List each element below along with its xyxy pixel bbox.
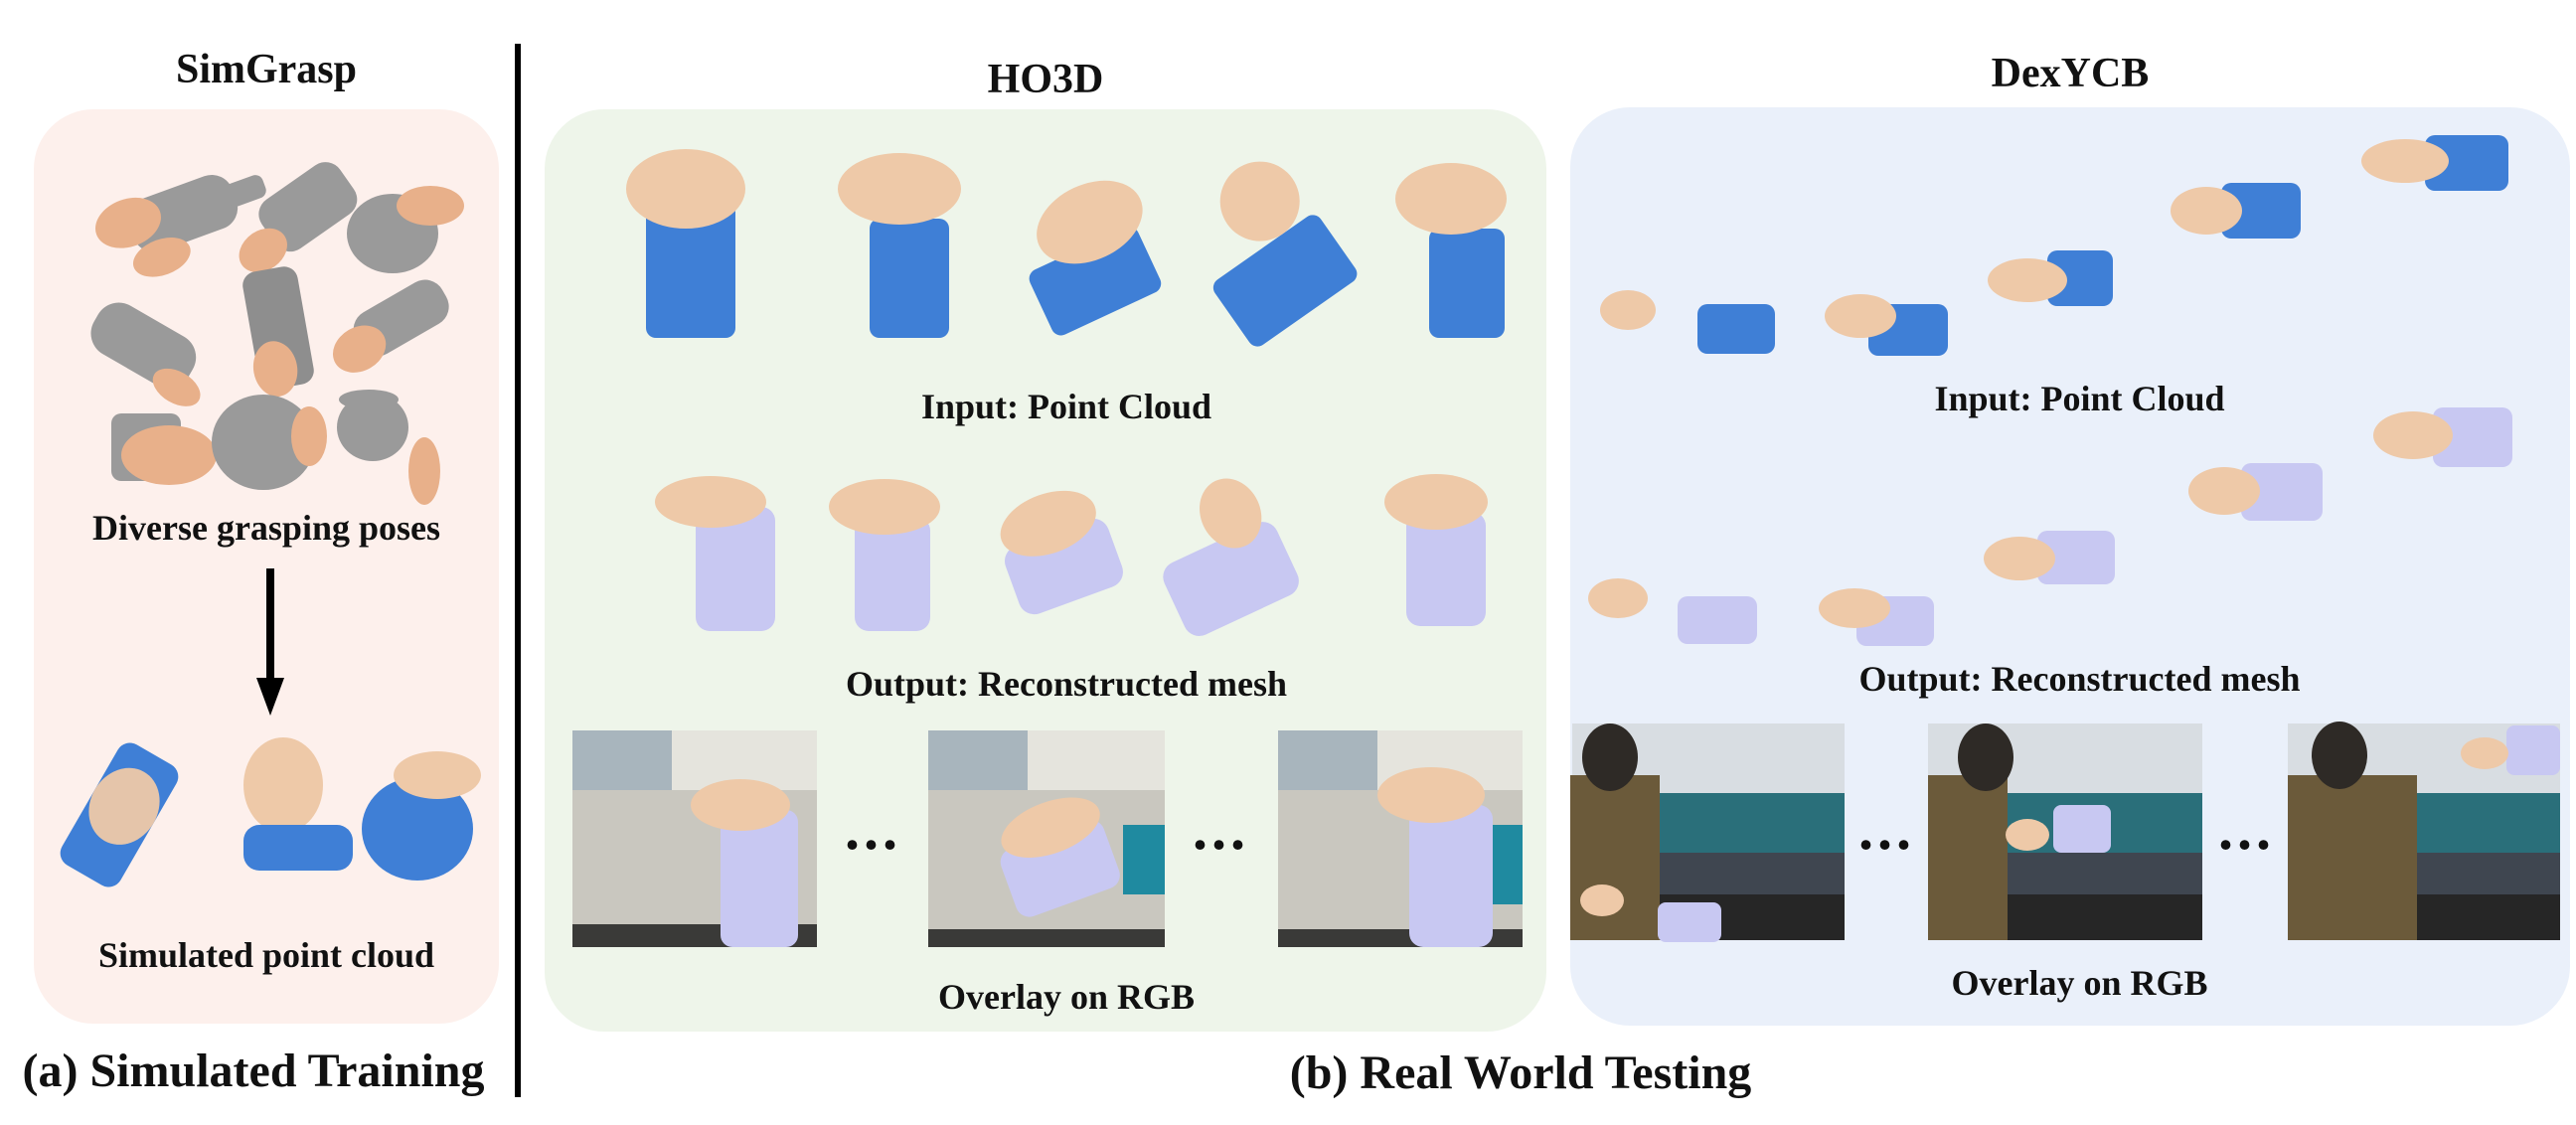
sim-point-cloud — [243, 737, 353, 871]
sim-grasp-pose — [347, 186, 464, 273]
sim-grasp-pose — [332, 279, 449, 373]
dexycb-mesh — [1678, 596, 1757, 644]
dexycb-point-cloud — [2361, 135, 2508, 191]
ho3d-point-cloud — [838, 153, 961, 338]
dexycb-point-cloud — [2171, 183, 2301, 239]
sim-grasp-pose — [239, 162, 358, 273]
ho3d-ellipsis: ... — [1193, 796, 1249, 862]
ho3d-title: HO3D — [987, 57, 1104, 102]
section-divider — [515, 44, 521, 1097]
dexycb-mesh — [1984, 531, 2115, 584]
dexycb-overlay-label: Overlay on RGB — [1951, 963, 2208, 1003]
dexycb-mesh — [1588, 578, 1648, 618]
sim-grasp-pose — [90, 302, 201, 406]
ho3d-rgb-overlay — [928, 730, 1165, 947]
dexycb-ellipsis: ... — [2218, 796, 2275, 862]
down-arrow-icon — [256, 568, 284, 716]
dexycb-rgb-overlay — [2288, 722, 2560, 940]
dexycb-ellipsis: ... — [1858, 796, 1915, 862]
ho3d-mesh — [1000, 490, 1123, 615]
sim-grasp-pose — [111, 413, 217, 485]
ho3d-point-cloud — [1029, 180, 1162, 336]
ho3d-output-label: Output: Reconstructed mesh — [846, 664, 1287, 704]
ho3d-point-cloud — [1395, 163, 1507, 338]
dexycb-rgb-overlay — [1928, 723, 2202, 940]
simgrasp-poses-label: Diverse grasping poses — [92, 508, 440, 548]
dexycb-output-label: Output: Reconstructed mesh — [1858, 659, 2301, 699]
dexycb-point-cloud — [1988, 250, 2113, 306]
dexycb-title: DexYCB — [1991, 51, 2150, 96]
sim-grasp-pose — [95, 174, 266, 277]
ho3d-mesh — [655, 476, 775, 631]
dexycb-rgb-overlay — [1570, 723, 1845, 942]
ho3d-rgb-overlay — [572, 730, 817, 947]
real-world-testing-caption: (b) Real World Testing — [1289, 1046, 1752, 1099]
ho3d-mesh — [1384, 474, 1488, 626]
sim-point-cloud — [60, 742, 179, 887]
simgrasp-title: SimGrasp — [175, 47, 358, 92]
sim-grasp-pose — [242, 266, 314, 397]
ho3d-ellipsis: ... — [845, 796, 901, 862]
dexycb-mesh — [1819, 588, 1934, 646]
sim-grasp-pose — [337, 390, 440, 505]
sim-grasp-pose — [212, 395, 327, 490]
ho3d-mesh — [1163, 478, 1299, 636]
dexycb-input-label: Input: Point Cloud — [1934, 379, 2225, 418]
ho3d-overlay-label: Overlay on RGB — [938, 977, 1195, 1017]
ho3d-mesh — [829, 479, 940, 631]
simulated-training-caption: (a) Simulated Training — [22, 1045, 485, 1097]
simgrasp-cloud-label: Simulated point cloud — [97, 935, 435, 975]
dexycb-point-cloud — [1600, 290, 1656, 330]
ho3d-point-cloud — [626, 149, 745, 338]
ho3d-rgb-overlay — [1278, 730, 1523, 947]
sim-point-cloud — [362, 751, 481, 881]
ho3d-point-cloud — [1212, 161, 1358, 347]
dexycb-mesh — [2373, 407, 2512, 467]
dexycb-point-cloud — [1697, 304, 1775, 354]
dexycb-point-cloud — [1825, 294, 1948, 356]
ho3d-input-label: Input: Point Cloud — [920, 387, 1212, 426]
dexycb-mesh — [2188, 463, 2323, 521]
